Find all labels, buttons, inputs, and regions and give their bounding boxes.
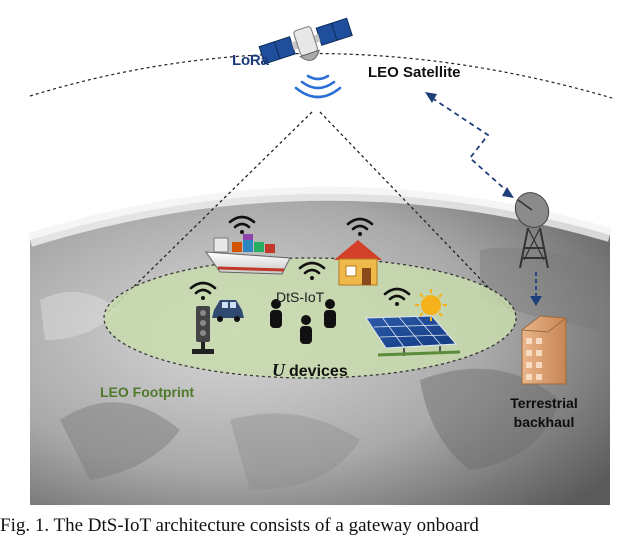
person-icon bbox=[270, 299, 282, 328]
leo-satellite-label: LEO Satellite bbox=[368, 64, 461, 81]
lora-label: LoRa bbox=[232, 52, 269, 69]
satellite-icon bbox=[258, 17, 353, 65]
wifi-icon bbox=[228, 215, 256, 234]
ship-icon bbox=[204, 234, 291, 275]
coverage-cone bbox=[107, 111, 513, 313]
person-icon bbox=[300, 315, 312, 344]
building-icon bbox=[521, 315, 567, 385]
wifi-icon bbox=[346, 217, 374, 236]
satellite-link bbox=[425, 92, 514, 198]
figure-caption: Fig. 1. The DtS-IoT architecture consist… bbox=[0, 515, 479, 536]
wifi-icon bbox=[298, 261, 326, 280]
solar-panel-icon bbox=[365, 315, 461, 357]
devices-text: devices bbox=[289, 363, 348, 380]
wifi-icon bbox=[189, 281, 217, 300]
car-icon bbox=[212, 300, 244, 322]
backhaul-link bbox=[530, 272, 542, 306]
dish-antenna-icon bbox=[514, 192, 550, 269]
traffic-light-icon bbox=[192, 306, 214, 354]
u-symbol: U bbox=[272, 360, 285, 380]
person-icon bbox=[324, 299, 336, 328]
orbit-arc bbox=[29, 52, 613, 99]
leo-footprint-label: LEO Footprint bbox=[100, 384, 195, 400]
house-icon bbox=[334, 240, 382, 286]
wifi-icon bbox=[383, 287, 411, 306]
dts-iot-label: DtS-IoT bbox=[276, 289, 325, 305]
signal-waves-icon bbox=[294, 74, 342, 99]
terrestrial-backhaul-label: Terrestrial backhaul bbox=[510, 395, 578, 430]
sun-icon bbox=[415, 289, 447, 321]
